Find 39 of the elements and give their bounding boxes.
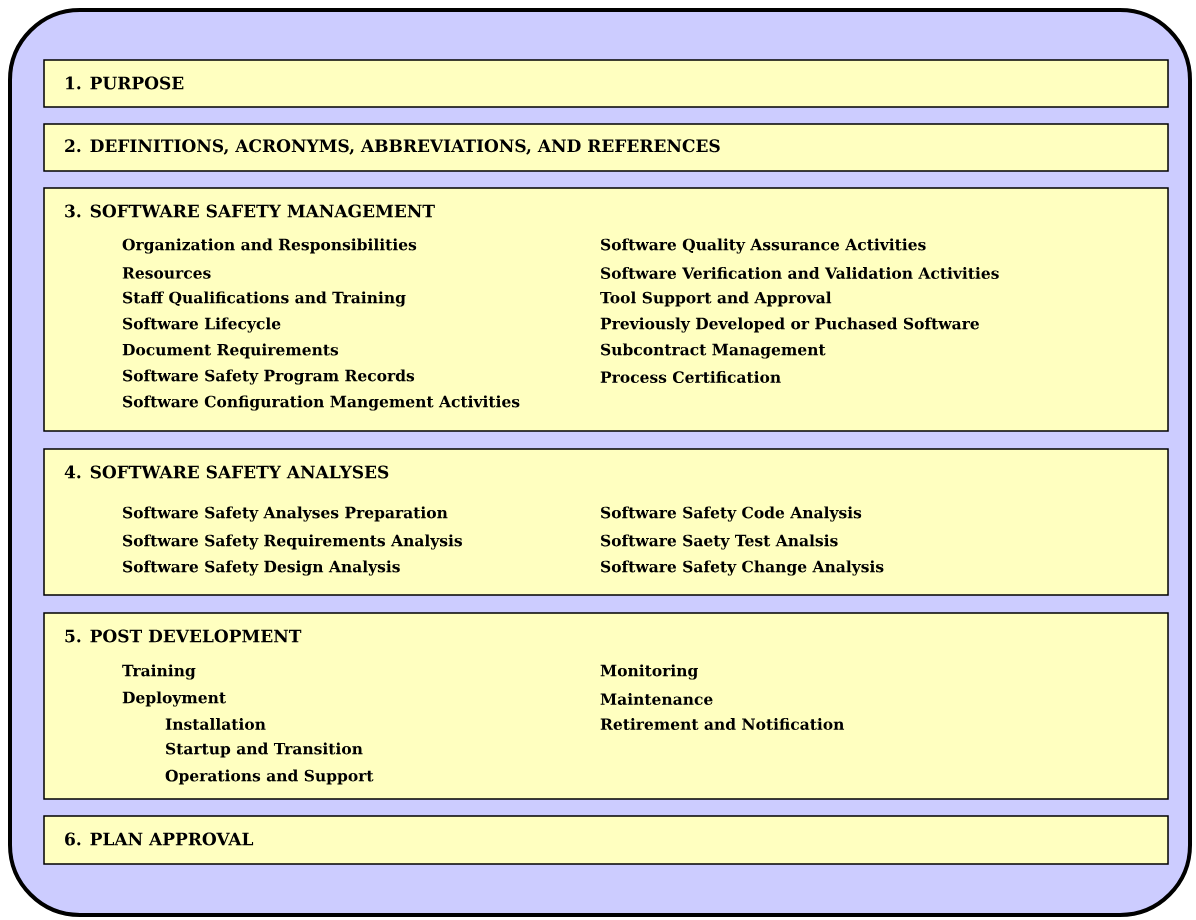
list-item: Monitoring xyxy=(600,664,698,680)
list-item: Subcontract Management xyxy=(601,343,826,359)
list-item: Software Verification and Validation Activities xyxy=(601,267,999,279)
list-item: Startup and Transition xyxy=(166,742,363,758)
list-item: Previously Developed or Puchased Software xyxy=(600,317,979,333)
section-band xyxy=(43,59,1169,108)
list-item: Software Safety Design Analysis xyxy=(123,560,400,576)
list-item: Software Safety Analyses Preparation xyxy=(123,506,448,522)
section-band xyxy=(43,815,1169,865)
list-item: Retirement and Notification xyxy=(600,718,845,730)
section-heading: 5. POST DEVELOPMENT xyxy=(65,629,302,643)
list-item: Deployment xyxy=(122,691,226,707)
section-heading: 3. SOFTWARE SAFETY MANAGEMENT xyxy=(65,204,435,218)
list-item: Tool Support and Approval xyxy=(600,291,832,307)
list-item: Resources xyxy=(122,267,211,279)
list-item: Software Saety Test Analsis xyxy=(601,534,838,550)
list-item: Software Safety Requirements Analysis xyxy=(123,534,462,550)
section-band xyxy=(43,448,1169,596)
list-item: Software Safety Program Records xyxy=(123,369,415,385)
list-item: Software Configuration Mangement Activities xyxy=(123,395,520,411)
list-item: Operations and Support xyxy=(165,769,374,785)
list-item: Training xyxy=(122,664,196,680)
list-item: Software Safety Change Analysis xyxy=(601,560,884,576)
list-item: Maintenance xyxy=(600,693,713,705)
section-heading: 1. PURPOSE xyxy=(66,76,184,90)
section-heading: 4. SOFTWARE SAFETY ANALYSES xyxy=(64,465,389,479)
list-item: Installation xyxy=(165,718,266,730)
section-band xyxy=(43,187,1169,432)
section-heading: 6. PLAN APPROVAL xyxy=(65,832,254,846)
list-item: Software Safety Code Analysis xyxy=(601,506,862,522)
list-item: Staff Qualifications and Training xyxy=(123,291,406,307)
section-band xyxy=(43,123,1169,172)
list-item: Process Certification xyxy=(600,371,781,383)
list-item: Document Requirements xyxy=(122,343,339,359)
list-item: Software Quality Assurance Activities xyxy=(601,238,926,254)
section-heading: 2. DEFINITIONS, ACRONYMS, ABBREVIATIONS, AND REFERENCES xyxy=(65,139,720,155)
list-item: Organization and Responsibilities xyxy=(122,238,417,254)
list-item: Software Lifecycle xyxy=(123,317,281,333)
section-band xyxy=(43,612,1169,800)
